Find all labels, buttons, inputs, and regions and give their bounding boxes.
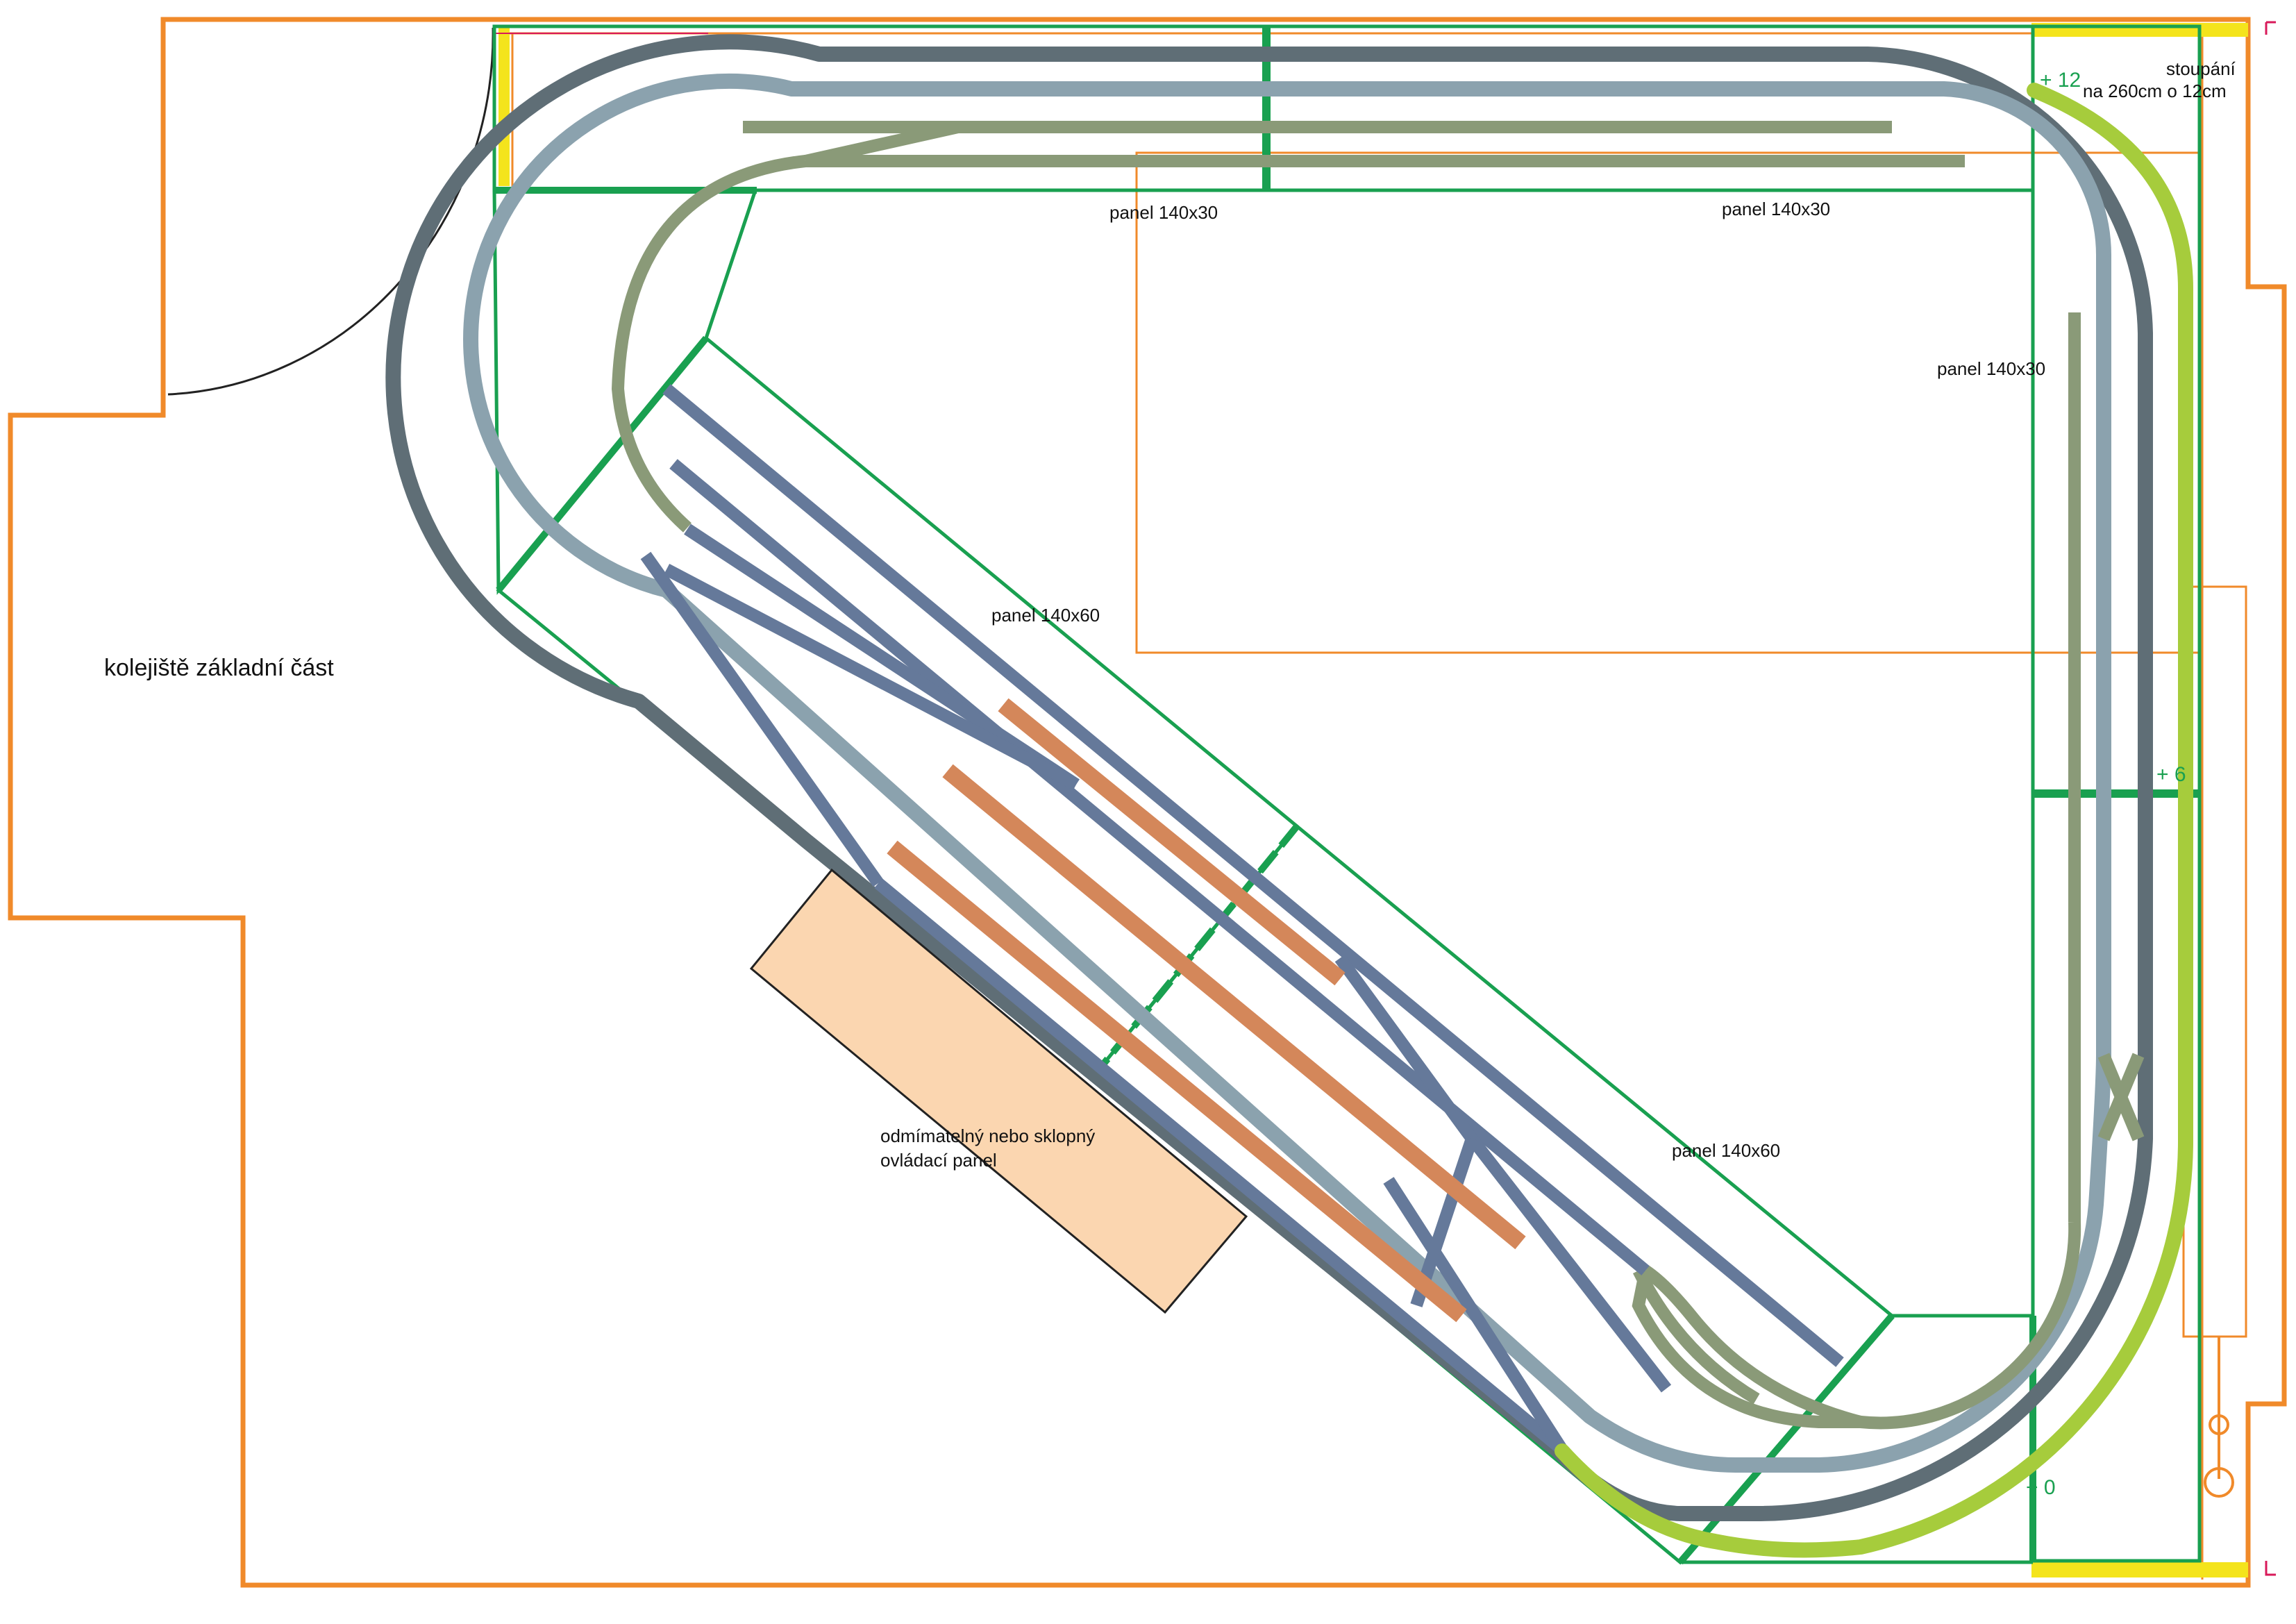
marker-top-left <box>498 26 510 186</box>
inner-rect-center <box>1135 151 2204 654</box>
yard-tracks <box>640 384 1844 1455</box>
room-inner-lines <box>500 28 2248 1580</box>
label-incline-line2: na 260cm o 12cm <box>2083 81 2227 101</box>
platforms <box>887 698 1526 1323</box>
siding-bottom-link <box>1641 1265 1863 1428</box>
label-panel-diag-lower: panel 140x60 <box>1672 1140 1780 1161</box>
yard-ladder-left-2 <box>663 564 1080 790</box>
corner-mark-bottom <box>2265 1561 2276 1576</box>
yard-track-2 <box>669 459 1650 1275</box>
label-incline-line1: stoupání <box>2166 58 2236 79</box>
panel-diag-end <box>1677 1313 1895 1565</box>
label-control-panel-line2: ovládací panel <box>880 1150 997 1171</box>
room-outline <box>8 17 2287 1588</box>
label-panel-right: panel 140x30 <box>1937 358 2045 379</box>
label-panel-top-right: panel 140x30 <box>1722 199 1830 219</box>
marker-bottom-right <box>2031 1562 2248 1577</box>
yard-track-3 <box>684 524 1080 790</box>
label-grade-bottom: + 0 <box>2026 1476 2056 1499</box>
control-panel <box>749 868 1248 1314</box>
track-ramp <box>1555 83 2194 1558</box>
panel-left-join <box>496 335 709 593</box>
panel-left-triangle-outline <box>492 188 758 595</box>
wall-fixture <box>2204 1337 2234 1498</box>
platform-3 <box>887 840 1467 1323</box>
siding-left-curve <box>611 155 806 533</box>
track-main-outer-loop <box>385 34 2153 1521</box>
siding-top-crossover <box>804 121 960 167</box>
sidings <box>611 121 2145 1430</box>
label-grade-mid: + 6 <box>2156 763 2186 786</box>
room-walls <box>8 17 2287 1588</box>
yard-track-4 <box>874 878 1566 1455</box>
track-main-inner-loop <box>462 73 2112 1473</box>
platform-2 <box>942 764 1526 1250</box>
yard-track-1 <box>662 384 1844 1367</box>
yard-ladder-left <box>640 551 884 887</box>
siding-right-crossover <box>2097 1053 2145 1141</box>
platform-1 <box>998 698 1346 986</box>
fixture-circle-large <box>2204 1467 2234 1498</box>
siding-bottom-curve <box>1632 1221 2081 1430</box>
label-panel-top-left: panel 140x30 <box>1109 202 1218 223</box>
siding-bottom-ladder <box>1632 1267 1760 1405</box>
label-panel-diag-upper: panel 140x60 <box>991 605 1100 626</box>
label-grade-top: + 12 <box>2040 69 2081 92</box>
label-base-section: kolejiště základní část <box>104 655 334 681</box>
corner-mark-top <box>2265 21 2276 35</box>
label-control-panel-line1: odmímatelný nebo sklopný <box>880 1125 1095 1146</box>
fixture-circle-small <box>2209 1414 2229 1435</box>
yard-ladder-right-2 <box>1383 1177 1568 1453</box>
